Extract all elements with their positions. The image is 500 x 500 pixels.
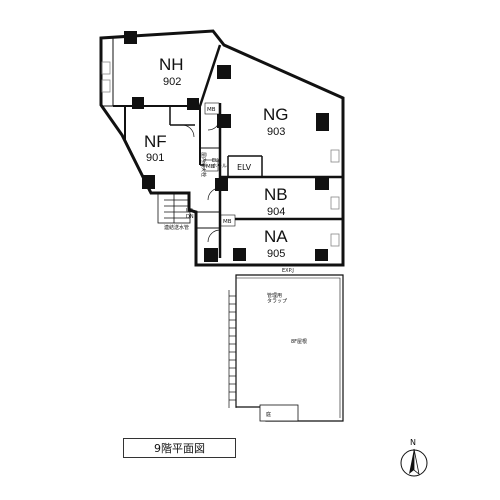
compass-icon	[400, 448, 428, 477]
bench-label: 庭	[266, 411, 271, 418]
window-mark	[101, 61, 111, 75]
mgmt-tap-label: 管理用タラップ	[267, 292, 287, 305]
unit-nh-number: 902	[163, 76, 181, 88]
window-mark	[101, 79, 111, 93]
unit-na-number: 905	[267, 248, 285, 260]
elv-label: ELV	[237, 163, 252, 172]
up-label: UP	[186, 208, 193, 214]
structural-columns	[124, 31, 329, 262]
expj-label: EXP.J	[282, 268, 294, 274]
mb-box	[220, 214, 236, 227]
standpipe-label: 連結送水管	[164, 224, 189, 231]
stair	[157, 192, 191, 224]
mb-label: MB	[223, 219, 232, 225]
maintenance-ladder	[228, 290, 237, 408]
door-swings	[181, 117, 221, 243]
dn-label: DN	[186, 214, 194, 220]
right-windows	[330, 149, 340, 247]
unit-nf-name: NF	[144, 132, 167, 151]
unit-ng-name: NG	[263, 105, 289, 124]
bench-box	[259, 404, 299, 422]
unit-nb-number: 904	[267, 206, 285, 218]
unit-nf-number: 901	[146, 152, 164, 164]
roof-outline	[235, 274, 344, 422]
unit-nh-name: NH	[159, 55, 184, 74]
fire-hydrant-label: 屋内消火栓	[200, 152, 207, 177]
mb-box	[204, 102, 220, 115]
mb-label: MB	[207, 107, 216, 113]
roof-label: 8F屋根	[291, 338, 307, 345]
mb-box	[203, 159, 219, 172]
floor-title: 9階平面図	[123, 438, 236, 458]
left-balcony	[101, 37, 114, 107]
unit-ng-number: 903	[267, 126, 285, 138]
compass-n-label: N	[410, 438, 416, 447]
unit-nb-name: NB	[264, 185, 288, 204]
roof-inner-line	[236, 277, 341, 418]
unit-na-name: NA	[264, 227, 288, 246]
mb-label: MB	[206, 164, 215, 170]
